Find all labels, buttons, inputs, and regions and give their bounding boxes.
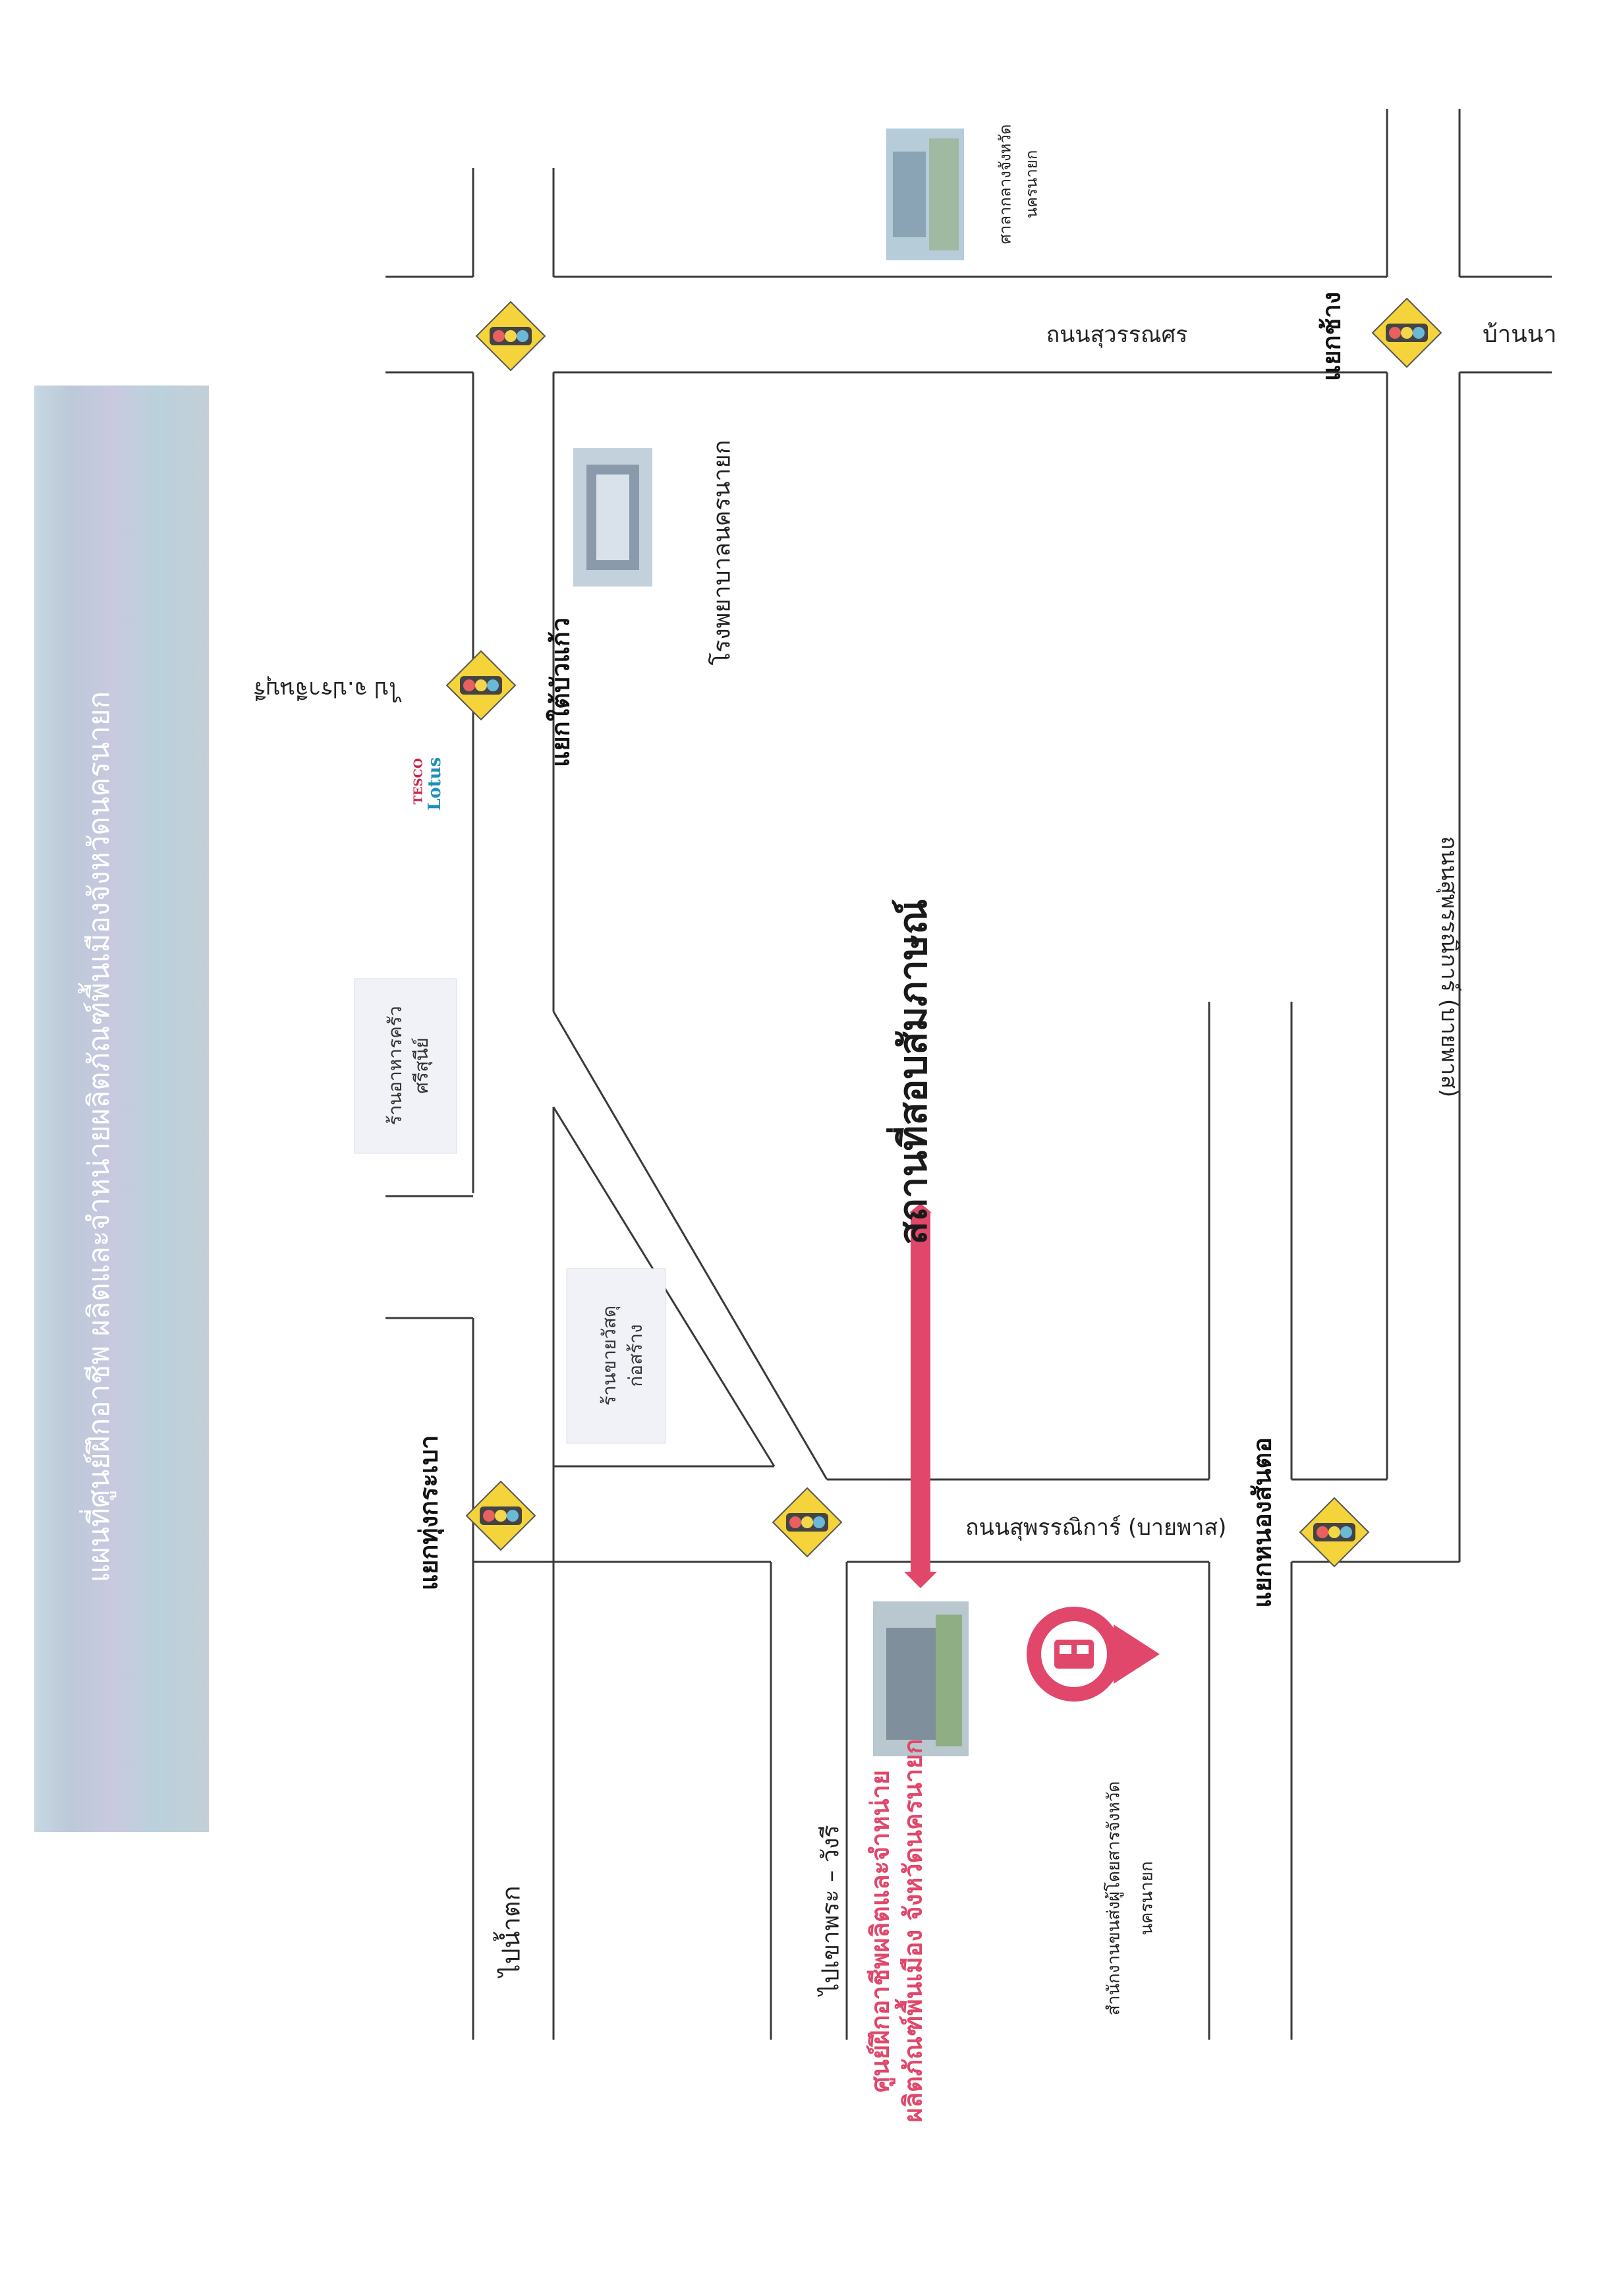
traffic-light-icon xyxy=(772,1487,843,1558)
center-photo xyxy=(873,1601,969,1756)
arrow-down-icon xyxy=(904,1203,937,1588)
hardware-label-2: ก่อสร้าง xyxy=(625,1324,646,1387)
direction-to-namtok: ไปน้ำตก xyxy=(496,1885,526,1977)
lotus-logo-text: Lotus xyxy=(425,757,445,811)
bus-terminal-label-2: นครนายก xyxy=(1137,1861,1157,1936)
junction-yaek-tai-bua-kaew: แยกใต้บัวแก้ว xyxy=(546,617,575,768)
hardware-label-1: ร้านขายวัสดุ xyxy=(598,1305,620,1406)
restaurant-label-2: ศรีสุนีย์ xyxy=(411,1037,432,1094)
bus-terminal-label-1: สำนักงานขนส่งผู้โดยสารจังหวัด xyxy=(1104,1781,1124,2016)
hardware-box xyxy=(566,1268,666,1444)
direction-to-prachinburi: ไป จ.ปราจีนบุรี xyxy=(254,676,401,703)
junction-yaek-thung-krabao: แยกทุ่งกระเบา xyxy=(414,1435,443,1591)
traffic-light-icon xyxy=(465,1480,536,1551)
exam-venue-label: สถานที่สอบสัมภาษณ์ xyxy=(890,899,936,1245)
city-hall-photo xyxy=(886,129,964,260)
title-banner xyxy=(34,386,209,1832)
road-suwannasorn-label: ถนนสุวรรณศร xyxy=(1046,322,1188,348)
direction-ban-na: บ้านนา xyxy=(1483,321,1557,348)
hospital-photo xyxy=(573,448,652,587)
road-bypass-bottom-label: ถนนสุพรรณิการ์ (บายพาส) xyxy=(965,1514,1227,1541)
traffic-light-icon xyxy=(445,650,517,721)
traffic-light-icon xyxy=(1299,1497,1370,1568)
road-bypass-right-label: ถนนสุพรรณิการ์ (บายพาส) xyxy=(1436,836,1462,1098)
direction-to-khaophra: ไปเขาพระ – วังรี xyxy=(817,1825,845,1995)
junction-yaek-chang: แยกช้าง xyxy=(1317,291,1346,382)
map-subtitle: ตำบลบ้านใหญ่ อำเภอเมืองนครนายก จังหวัดนค… xyxy=(227,797,261,1477)
restaurant-label-1: ร้านอาหารครัว xyxy=(384,1006,406,1126)
traffic-light-icon xyxy=(1371,297,1442,368)
hospital-label: โรงพยาบาลนครนายก xyxy=(708,440,736,666)
city-hall-label-2: นครนายก xyxy=(1022,150,1041,219)
road-lines xyxy=(385,109,1552,2040)
city-hall-label-1: ศาลากลางจังหวัด xyxy=(996,124,1015,244)
map-title: แผนที่ศูนย์ฝึกอาชีพ ผลิตและจำหน่ายผลิตภั… xyxy=(82,691,116,1583)
restaurant-box xyxy=(354,978,457,1154)
junction-yaek-nong-sonto: แยกหนองสันตอ xyxy=(1247,1437,1277,1608)
traffic-light-icon xyxy=(475,301,546,372)
center-name-line-2: ผลิตภัณฑ์พื้นเมือง จังหวัดนครนายก xyxy=(898,1738,928,2123)
bus-location-pin-icon xyxy=(1027,1607,1160,1702)
tesco-logo-text: TESCO xyxy=(411,758,426,805)
